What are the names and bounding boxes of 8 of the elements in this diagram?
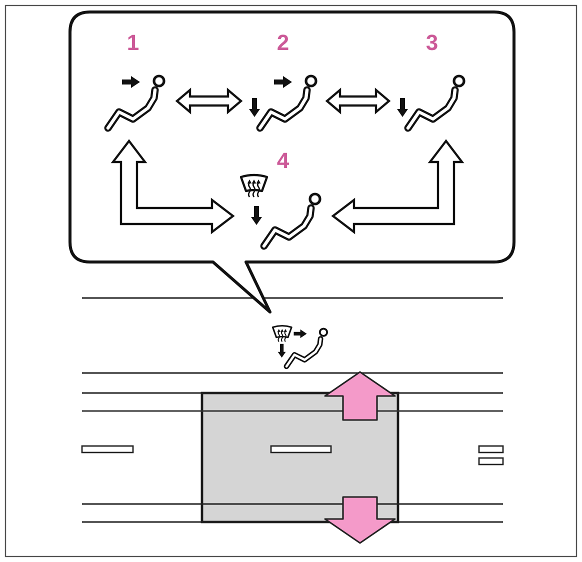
hollow-double-arrow	[110, 139, 235, 234]
mode-number: 1	[126, 32, 140, 54]
mode-number: 3	[426, 32, 438, 54]
mode-number: 4	[276, 150, 290, 172]
hollow-double-arrow	[325, 88, 391, 114]
hollow-double-arrow	[331, 139, 464, 234]
mode-number: 2	[276, 32, 290, 54]
hollow-double-arrow	[175, 88, 243, 114]
